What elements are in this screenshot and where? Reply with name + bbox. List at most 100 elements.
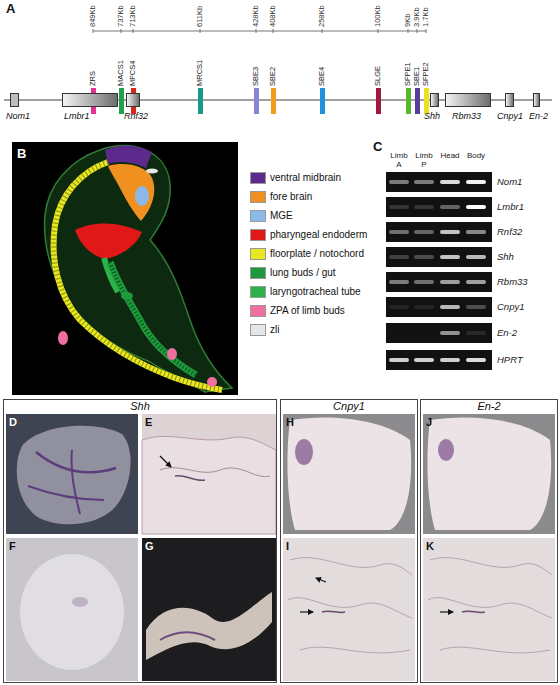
panel-letter: H (286, 416, 294, 428)
gene-shape (505, 93, 514, 107)
gene-shape (445, 93, 491, 107)
gene-box: Lmbr1 (62, 93, 119, 125)
section-fold (288, 598, 412, 618)
distance-label: 849Kb (89, 5, 97, 27)
enhancer-element: MRCS1 (194, 52, 206, 114)
gel-band (440, 280, 460, 284)
legend-text: floorplate / notochord (270, 248, 364, 260)
stain (295, 439, 313, 465)
scale-bar (93, 29, 426, 33)
enhancer-name: MFCS4 (129, 61, 137, 86)
distance-label: 713Kb (129, 5, 137, 27)
photo-ground (142, 414, 276, 534)
image-ground (12, 142, 238, 395)
gene-box: Shh (424, 93, 442, 125)
forebrain (108, 164, 154, 221)
gel-band (466, 230, 486, 234)
gel-strip (386, 350, 492, 370)
lane-header: Head (439, 152, 461, 161)
gene-shape (533, 93, 540, 107)
gel-band (466, 180, 486, 184)
floorplate-hatch (54, 162, 222, 390)
enhancer-bar (254, 88, 259, 114)
photo-k (423, 538, 555, 681)
legend-text: ventral midbrain (270, 172, 341, 184)
zpa (167, 348, 177, 360)
panel-letter: D (9, 416, 17, 428)
enhancer-bar (119, 88, 124, 114)
photo-panel: F (6, 538, 138, 681)
legend-swatch (250, 172, 266, 184)
gel-band (414, 280, 434, 284)
gel-band (466, 358, 486, 362)
gel-band (389, 358, 409, 362)
gel-band (389, 205, 409, 209)
scale-tick (121, 29, 122, 33)
photo-ground (423, 414, 555, 534)
panel-letter: G (145, 540, 154, 552)
panel-letter: C (373, 140, 382, 154)
photo-d (6, 414, 138, 534)
photo-ground (142, 538, 276, 681)
gene-name: Lmbr1 (64, 112, 90, 122)
photo-ground (423, 538, 555, 681)
gel-band (466, 255, 486, 259)
stain (160, 632, 215, 640)
section-fold (300, 647, 410, 653)
gene-row-label: Nom1 (497, 177, 522, 187)
mge (135, 186, 149, 206)
enhancer-element: SLGE (372, 52, 384, 114)
photo-panel: H (283, 414, 415, 534)
enhancer-name: MACS1 (117, 60, 125, 86)
section-fold (428, 598, 552, 618)
panel-header: Cnpy1 (281, 400, 417, 412)
stain (36, 452, 116, 472)
legend-swatch (250, 324, 266, 336)
photo-ground (6, 538, 138, 681)
gene-shape (126, 93, 140, 107)
legend-text: MGE (270, 210, 293, 222)
panel-frame: Cnpy1H I (280, 399, 418, 683)
panel-letter: I (286, 540, 289, 552)
section-tissue (142, 436, 276, 534)
enhancer-name: SBE4 (318, 67, 326, 86)
enhancer-name: SFPE1 (404, 62, 412, 86)
distance-label: 1.7Kb (422, 7, 430, 27)
zli (146, 169, 158, 174)
photo-g (142, 538, 276, 681)
photo-panel: G (142, 538, 276, 681)
enhancer-bar (320, 88, 325, 114)
gel-image (386, 172, 492, 370)
stain (462, 611, 485, 612)
embryo-image (12, 142, 238, 395)
gel-band (440, 305, 460, 309)
gel-band (389, 280, 409, 284)
photo-i (283, 538, 415, 681)
panel-letter: F (9, 540, 16, 552)
gel-band (466, 205, 486, 209)
legend-text: laryngotracheal tube (270, 286, 361, 298)
stain (72, 597, 88, 607)
enhancer-name: SFPE2 (422, 62, 430, 86)
enhancer-name: MRCS1 (196, 60, 204, 86)
gene-row-label: Rnf32 (497, 227, 522, 237)
legend-text: lung buds / gut (270, 267, 336, 279)
stain (175, 476, 205, 481)
gene-box: En-2 (529, 93, 550, 125)
scale-tick (426, 29, 427, 33)
panel-header: En-2 (421, 400, 557, 412)
legend-text: ZPA of limb buds (270, 305, 345, 317)
legend-swatch (250, 248, 266, 260)
gut-tissue (146, 592, 272, 660)
legend-text: zli (270, 324, 279, 336)
gel-band (389, 180, 409, 184)
scale-tick (133, 29, 134, 33)
zpa (207, 377, 217, 387)
scale-tick (408, 29, 409, 33)
distance-label: 9Kb (404, 14, 412, 27)
gene-name: Nom1 (6, 112, 30, 122)
gel-bands (389, 180, 486, 362)
brain-tissue (427, 417, 551, 530)
embryo-tissue (20, 554, 124, 670)
photo-panel: D (6, 414, 138, 534)
